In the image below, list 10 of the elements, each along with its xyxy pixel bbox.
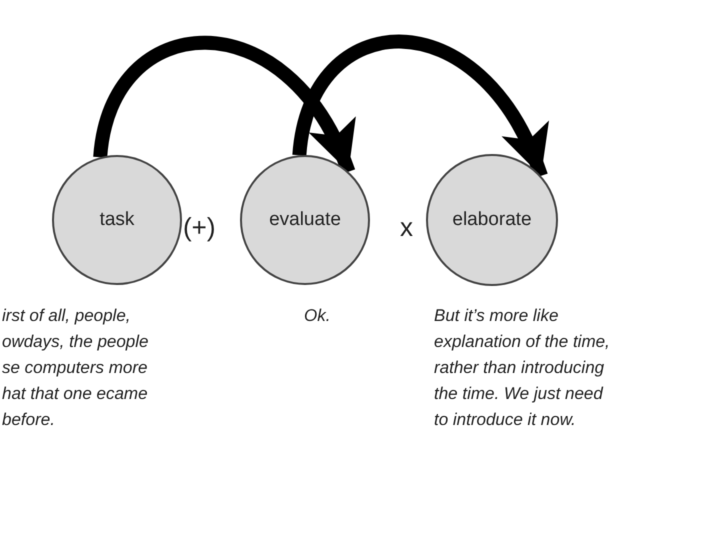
curved-arrow bbox=[93, 36, 355, 174]
node-label: task bbox=[100, 209, 134, 231]
node-label: elaborate bbox=[452, 209, 532, 231]
node-label: evaluate bbox=[269, 209, 341, 231]
quote-text: Ok. bbox=[304, 305, 332, 327]
curved-arrow bbox=[292, 34, 548, 179]
operator-symbol: x bbox=[400, 212, 413, 243]
quote-text: irst of all, people, owdays, the people se computers more hat that one ecame before. bbox=[2, 305, 150, 431]
quote-text: But it’s more like explanation of the time, rather than introducing the time. We just need to introduce it now. bbox=[434, 305, 611, 431]
operator-symbol: (+) bbox=[183, 212, 216, 243]
